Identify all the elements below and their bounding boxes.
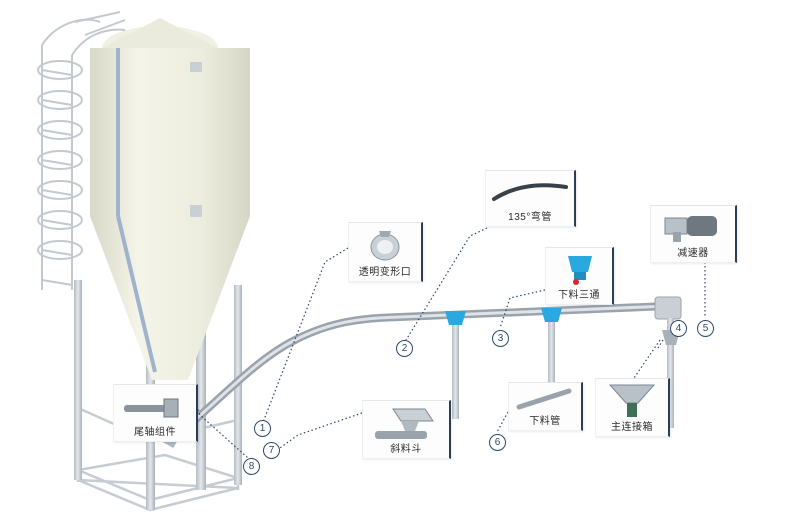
- marker-3: 3: [492, 330, 509, 347]
- marker-5: 5: [697, 320, 714, 337]
- thumb-elbow-135: 135°弯管: [485, 170, 576, 227]
- thumb-hopper: 斜料斗: [362, 400, 451, 459]
- thumb-drop-tee: 下料三通: [545, 247, 614, 305]
- thumb-drop-pipe: 下料管: [508, 382, 583, 431]
- drop-tees: [445, 308, 562, 419]
- reducer-icon: [664, 216, 717, 242]
- marker-2: 2: [396, 340, 413, 357]
- marker-8: 8: [243, 458, 260, 475]
- transparent-outlet-label: 透明变形口: [358, 267, 412, 278]
- drop-pipe-icon: [516, 388, 572, 410]
- thumb-tail-shaft: 尾轴组件: [113, 384, 198, 442]
- marker-6: 6: [489, 434, 506, 451]
- thumb-main-box: 主连接箱: [595, 378, 670, 437]
- main-box-label: 主连接箱: [611, 422, 653, 433]
- marker-1: 1: [254, 420, 271, 437]
- thumb-transparent-outlet: 透明变形口: [348, 222, 423, 282]
- tail-shaft-icon: [124, 398, 179, 418]
- drop-tee-label: 下料三通: [558, 290, 600, 301]
- marker-4: 4: [670, 320, 687, 337]
- main-box-icon: [608, 384, 656, 417]
- elbow-pipe-icon: [492, 183, 568, 201]
- hopper-label: 斜料斗: [390, 444, 422, 455]
- drop-pipe-label: 下料管: [529, 416, 561, 427]
- transparent-outlet-icon: [370, 231, 400, 261]
- reducer-label: 减速器: [677, 248, 709, 259]
- tail-shaft-label: 尾轴组件: [134, 427, 176, 438]
- silo-ladder: [37, 11, 126, 290]
- silo-body: [90, 18, 250, 380]
- elbow-135-label: 135°弯管: [508, 212, 552, 223]
- thumb-reducer: 减速器: [650, 205, 737, 263]
- marker-7: 7: [263, 442, 280, 459]
- hopper-icon: [375, 408, 434, 439]
- drop-tee-icon: [568, 256, 592, 285]
